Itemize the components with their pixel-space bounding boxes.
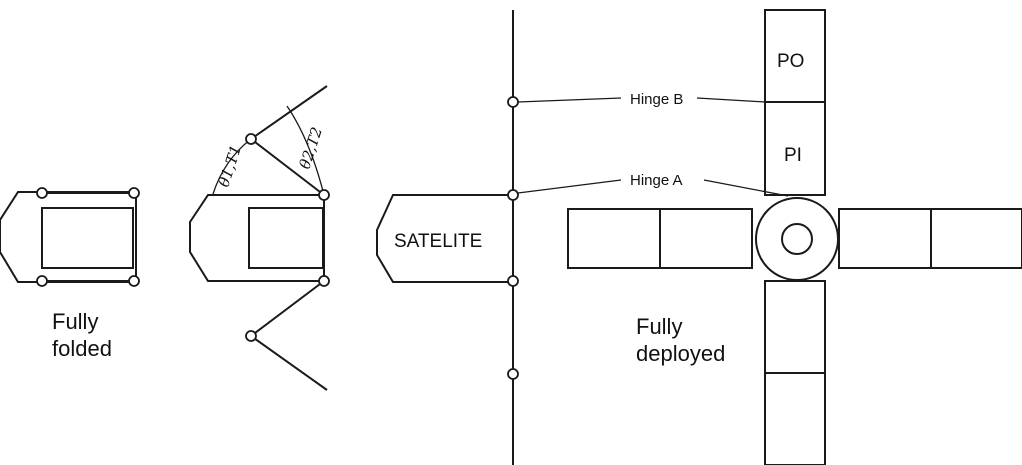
folded-hinge-joint xyxy=(36,275,48,287)
angle-2-arc xyxy=(286,105,325,196)
hinge-b-leader-left xyxy=(517,97,622,103)
hinge-b-label: Hinge B xyxy=(630,91,683,108)
fully-folded-label-line2: folded xyxy=(52,336,112,361)
hinge-a-joint xyxy=(507,189,519,201)
partial-hinge-joint xyxy=(245,133,257,145)
inner-panel-bottom xyxy=(764,280,826,374)
panel-inner-label: PI xyxy=(784,145,802,166)
folded-satellite-core xyxy=(41,207,134,269)
hinge-a-label: Hinge A xyxy=(630,172,683,189)
folded-hinge-joint xyxy=(128,187,140,199)
partial-hinge-joint xyxy=(318,275,330,287)
inner-panel-left xyxy=(659,208,753,269)
inner-panel-right xyxy=(838,208,932,269)
angle-1-label: θ1,T1 xyxy=(215,143,245,189)
deployed-stage: SATELITE Hinge B Hinge A PO PI Fully d xyxy=(376,9,1022,465)
folded-hinge-joint xyxy=(128,275,140,287)
hinge-a-leader-left xyxy=(517,179,622,194)
partial-hinge-joint xyxy=(245,330,257,342)
hinge-a-leader-right xyxy=(703,179,789,197)
panel-outer-label: PO xyxy=(777,51,804,72)
outer-panel-bottom xyxy=(764,372,826,465)
inner-panel-top xyxy=(764,101,826,196)
fully-deployed-label-line1: Fully xyxy=(636,314,682,339)
outer-panel-left xyxy=(567,208,661,269)
partial-stage: θ1,T1 θ2,T2 xyxy=(189,85,330,391)
folded-hinge-joint xyxy=(36,187,48,199)
outer-panel-arm-lower xyxy=(250,335,328,391)
hinge-b-leader-right xyxy=(696,97,766,103)
fully-folded-label-line1: Fully xyxy=(52,309,98,334)
satellite-label: SATELITE xyxy=(394,231,482,252)
angle-2-label: θ2,T2 xyxy=(296,125,326,171)
inner-panel-arm-lower xyxy=(250,280,325,337)
outer-panel-right xyxy=(930,208,1022,269)
hinge-b-joint xyxy=(507,96,519,108)
outer-panel-arm-upper xyxy=(250,85,328,140)
inner-panel-arm-upper xyxy=(250,138,325,196)
partial-hinge-joint xyxy=(318,189,330,201)
angle-1-arc xyxy=(212,138,252,195)
central-hub-inner xyxy=(781,223,813,255)
central-hub-outer xyxy=(755,197,839,281)
partial-satellite-core xyxy=(248,207,324,269)
folded-stage: Fully folded xyxy=(0,187,140,361)
fully-deployed-label-line2: deployed xyxy=(636,341,725,366)
lower-hinge-joint xyxy=(507,275,519,287)
lower-hinge-joint xyxy=(507,368,519,380)
